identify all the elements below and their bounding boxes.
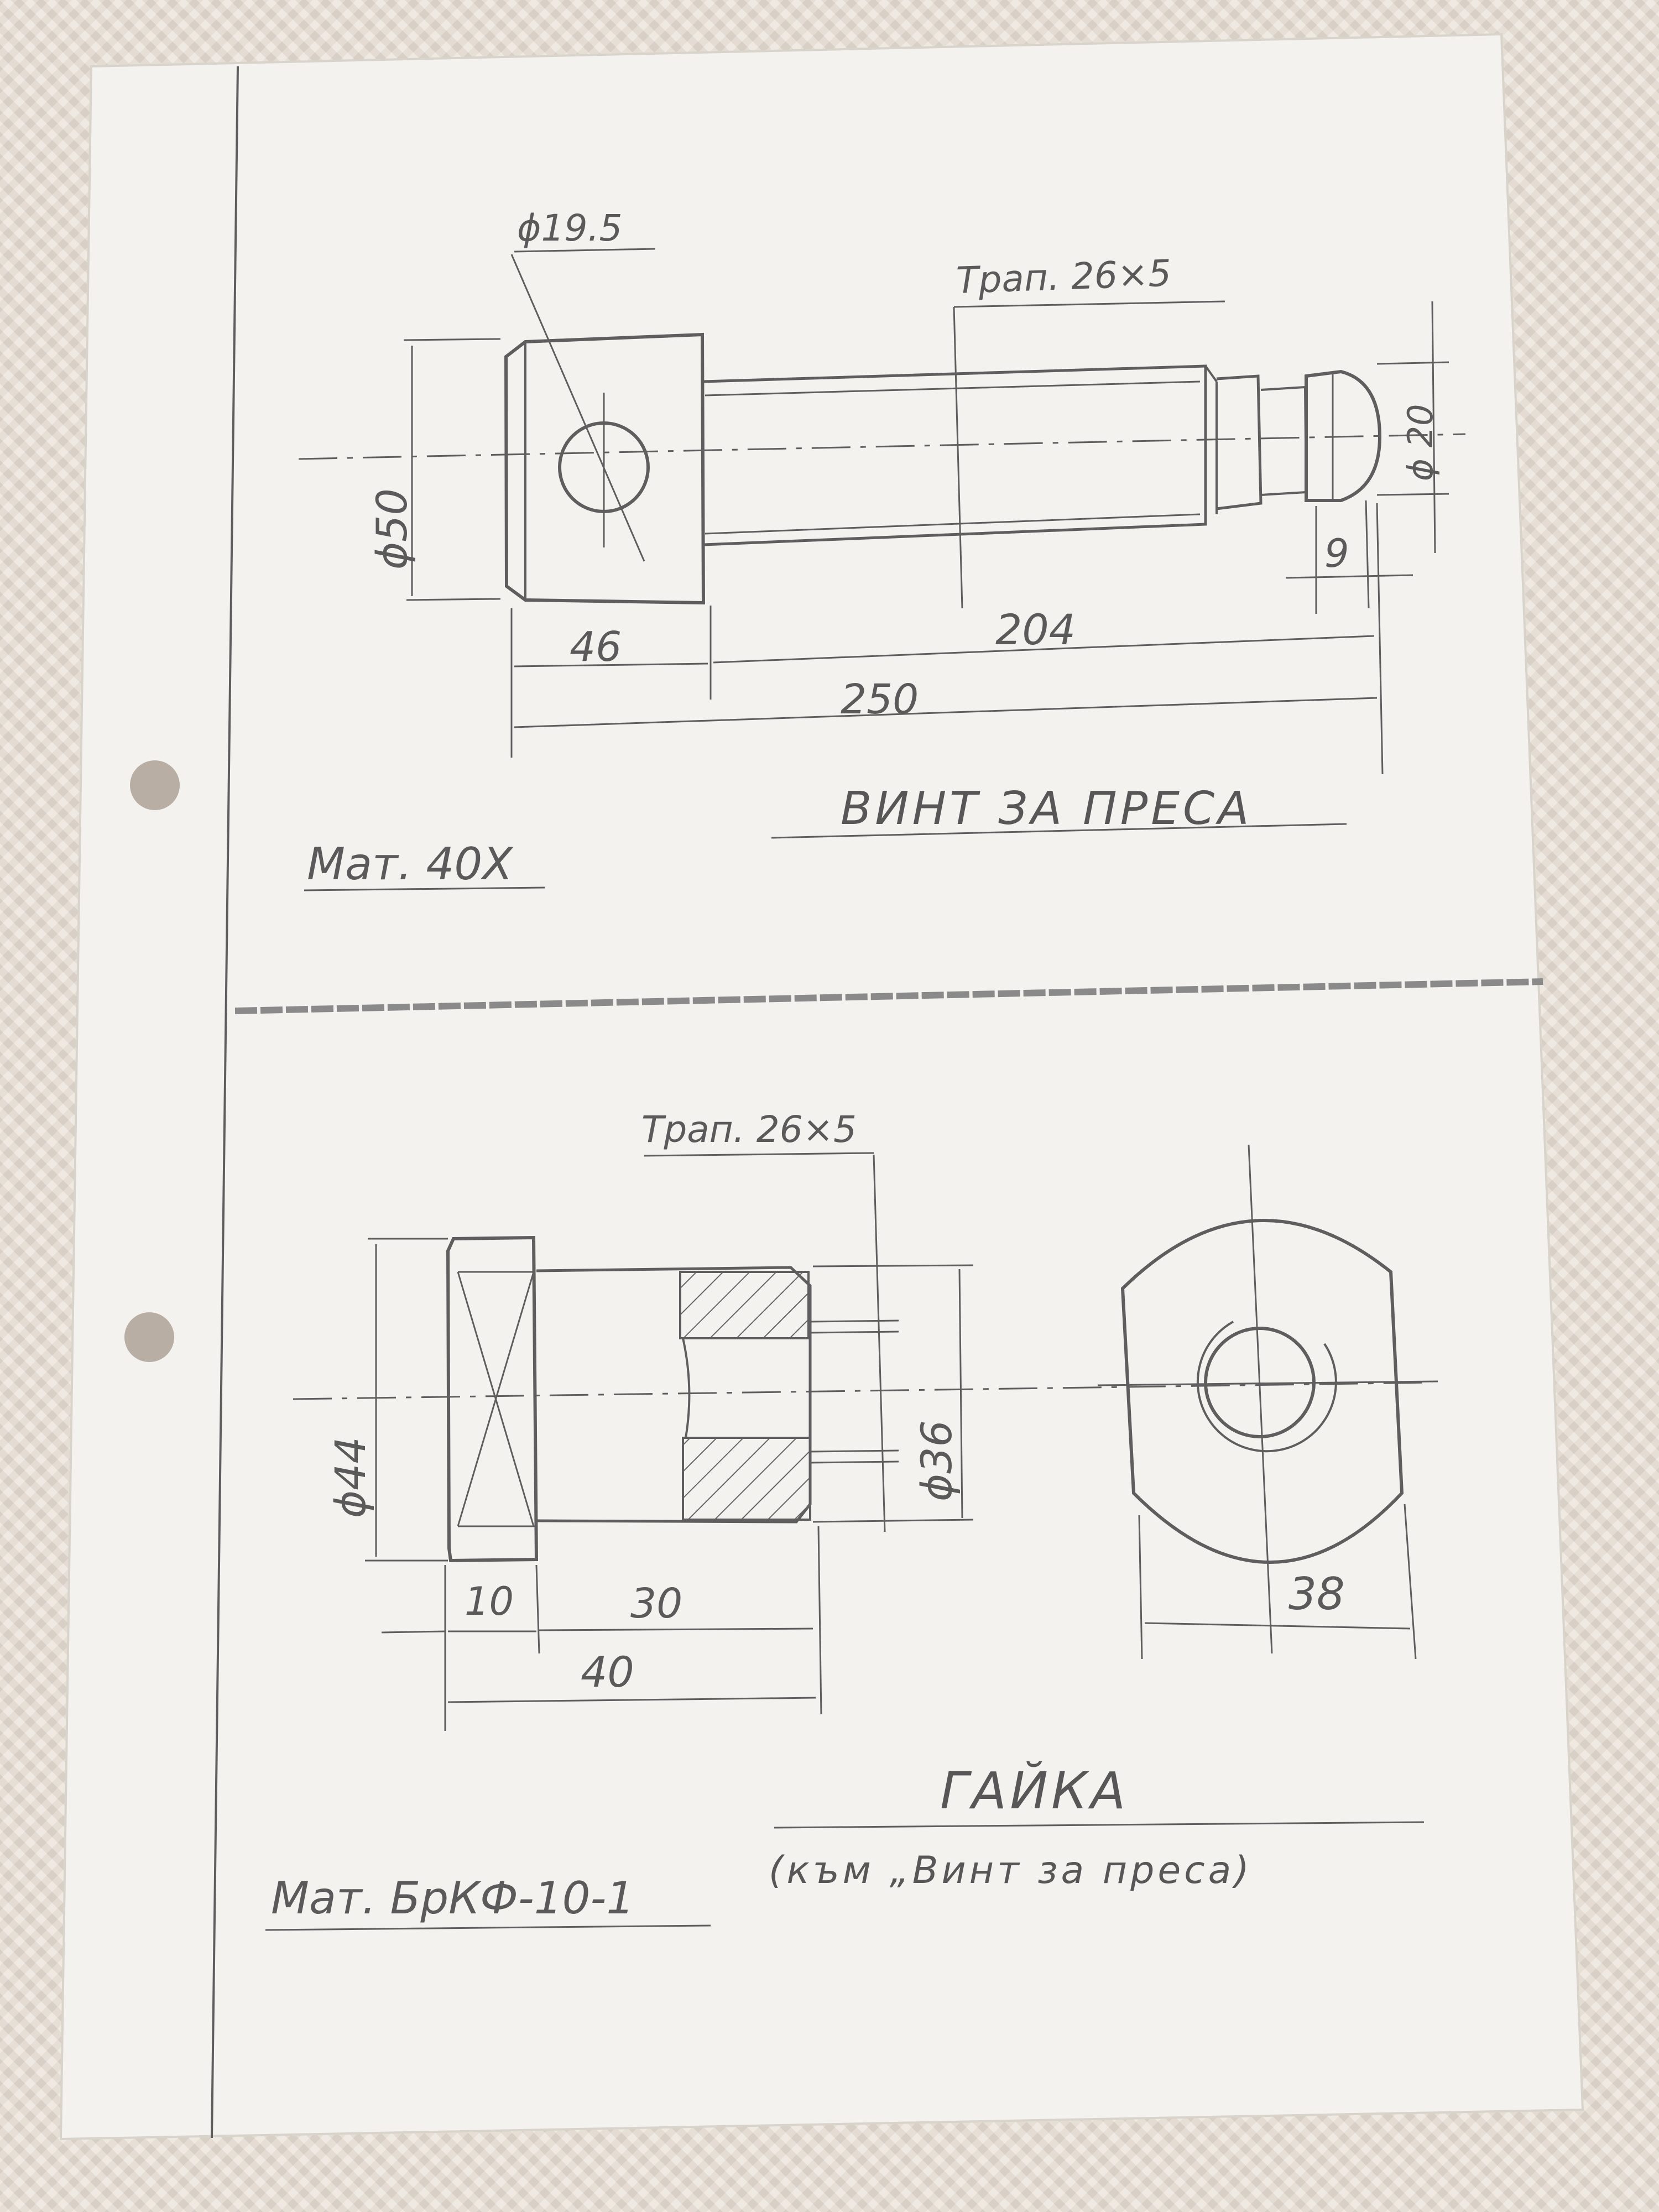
dim-thread-screw: Трап. 26×5 <box>956 252 1172 302</box>
paper <box>59 33 1584 2141</box>
dim-body-length: 30 <box>630 1580 682 1627</box>
screw-centerline <box>298 433 1466 460</box>
dim-total-length-screw: 250 <box>841 676 919 723</box>
dim-flange-diameter: ϕ44 <box>326 1437 375 1518</box>
dim-flange-length: 10 <box>465 1579 514 1624</box>
dim-head-diameter: ϕ50 <box>367 488 416 570</box>
dim-end-diameter: ϕ 20 <box>1400 404 1441 482</box>
nut-title: ГАЙКА <box>940 1761 1129 1820</box>
nut-body <box>536 1266 812 1524</box>
screw-shaft <box>703 364 1207 546</box>
nut-end-view <box>1120 1219 1404 1564</box>
dim-hole-diameter: ϕ19.5 <box>517 207 623 249</box>
dim-end-length: 9 <box>1324 531 1349 576</box>
punch-hole-bottom <box>124 1312 174 1362</box>
dim-thread-nut: Трап. 26×5 <box>641 1108 857 1151</box>
dim-width-across-flats: 38 <box>1288 1568 1345 1620</box>
screw-drawing: ϕ19.5 Трап. 26×5 ϕ50 ϕ 20 9 46 204 250 В… <box>298 207 1466 891</box>
dim-body-diameter: ϕ36 <box>912 1420 961 1501</box>
nut-subtitle: (към „Винт за преса) <box>769 1849 1253 1892</box>
nut-material: Мат. БрКФ-10-1 <box>271 1872 634 1924</box>
nut-centerline <box>293 1381 1433 1400</box>
dim-head-length: 46 <box>570 623 622 671</box>
nut-section-hatch-top <box>679 1271 810 1339</box>
fold-line <box>234 978 1543 1014</box>
punch-hole-top <box>130 760 180 810</box>
left-margin-line <box>211 66 239 2138</box>
dim-total-length-nut: 40 <box>581 1647 634 1697</box>
screw-material: Мат. 40Х <box>307 838 514 890</box>
dim-shaft-length: 204 <box>995 605 1076 654</box>
screw-title: ВИНТ ЗА ПРЕСА <box>841 782 1252 835</box>
nut-section-hatch-bottom <box>682 1437 811 1521</box>
screw-end-collar <box>1305 369 1382 502</box>
nut-thread-arc <box>1196 1321 1337 1453</box>
nut-flange <box>446 1235 539 1563</box>
nut-drawing: Трап. 26×5 ϕ44 ϕ36 10 30 40 38 ГАЙКА (къ… <box>265 1108 1438 1931</box>
